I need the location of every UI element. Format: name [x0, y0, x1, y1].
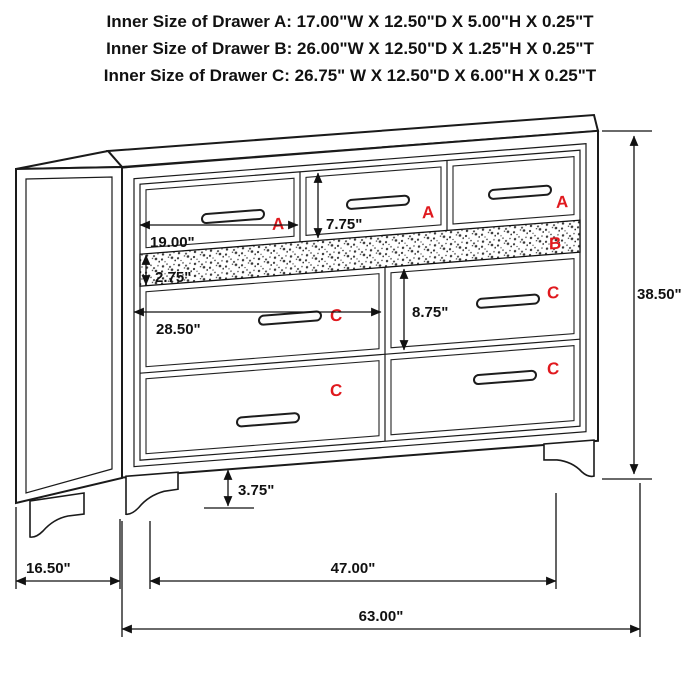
dim-foot-height: 3.75": [204, 469, 274, 509]
dim-side-depth-label: 16.50": [26, 560, 71, 577]
trim-drawer-b: [139, 219, 581, 287]
front-frame: [133, 143, 587, 468]
drawer-a3-front: [452, 156, 575, 225]
dim-side-depth: 16.50": [15, 507, 121, 589]
dim-overall-height-label: 38.50": [637, 286, 682, 303]
side-panel: [15, 165, 123, 505]
front-right-foot: [543, 439, 595, 478]
drawer-a-size-note: Inner Size of Drawer A: 17.00"W X 12.50"…: [106, 12, 594, 31]
drawer-size-notes: Inner Size of Drawer A: 17.00"W X 12.50"…: [0, 0, 700, 89]
dim-trim-height-label: 2.75": [155, 269, 191, 286]
drawer-a2-label: A: [422, 202, 434, 222]
drawer-c4-handle-icon: [473, 369, 537, 386]
dim-drawer-a-width: 19.00": [139, 220, 299, 251]
dim-overall-width: 63.00": [121, 483, 641, 637]
dim-overall-width-label: 63.00": [359, 608, 404, 625]
dim-foot-span-label: 47.00": [331, 560, 376, 577]
dim-trim-height: 2.75": [141, 254, 191, 286]
side-foot: [29, 492, 85, 538]
c-row-divider: [140, 338, 580, 374]
drawer-c-top-left-label: C: [330, 306, 342, 326]
drawer-c-size-note: Inner Size of Drawer C: 26.75" W X 12.50…: [103, 66, 597, 85]
drawer-a1-front: [145, 177, 295, 249]
front-left-foot: [125, 471, 179, 516]
dim-foot-height-label: 3.75": [238, 482, 274, 499]
drawer-c-top-right-front: [390, 258, 575, 349]
dresser-top-surface: [15, 113, 600, 170]
drawer-area: [139, 149, 581, 461]
dresser-left-side: [15, 165, 123, 538]
drawer-c-bottom-left-label: C: [330, 381, 342, 401]
drawer-c-bottom-right-front: [390, 345, 575, 436]
dresser-dimension-diagram: A A A B C C C C 19.00" 7.75" 2.75" 28.50…: [15, 113, 682, 637]
trim-b-label: B: [549, 234, 561, 254]
dim-drawer-c-height-label: 8.75": [412, 304, 448, 321]
drawer-a2-handle-icon: [346, 194, 410, 210]
dim-foot-span: 47.00": [149, 493, 557, 589]
drawer-c2-handle-icon: [236, 412, 300, 428]
dim-drawer-c-height: 8.75": [399, 268, 448, 351]
drawer-c-top-right-label: C: [547, 283, 559, 303]
drawer-a3-handle-icon: [488, 184, 552, 200]
dim-overall-height: 38.50": [602, 130, 682, 480]
dim-drawer-a-height-label: 7.75": [326, 216, 362, 233]
dresser-front: A A A B C C C C: [121, 129, 599, 516]
dim-drawer-c-width-label: 28.50": [156, 321, 201, 338]
drawer-a3-label: A: [556, 192, 568, 212]
dim-drawer-a-height: 7.75": [313, 172, 362, 239]
drawer-b-size-note: Inner Size of Drawer B: 26.00"W X 12.50"…: [106, 39, 594, 58]
dim-drawer-c-width: 28.50": [133, 307, 382, 338]
side-panel-inset: [25, 176, 113, 494]
drawer-a1-label: A: [272, 214, 284, 234]
drawer-a2-front: [305, 166, 442, 236]
drawer-c-bottom-right-label: C: [547, 359, 559, 379]
drawer-c-bottom-left-front: [145, 360, 380, 455]
dim-drawer-a-width-label: 19.00": [150, 234, 195, 251]
drawer-c3-handle-icon: [476, 293, 540, 309]
